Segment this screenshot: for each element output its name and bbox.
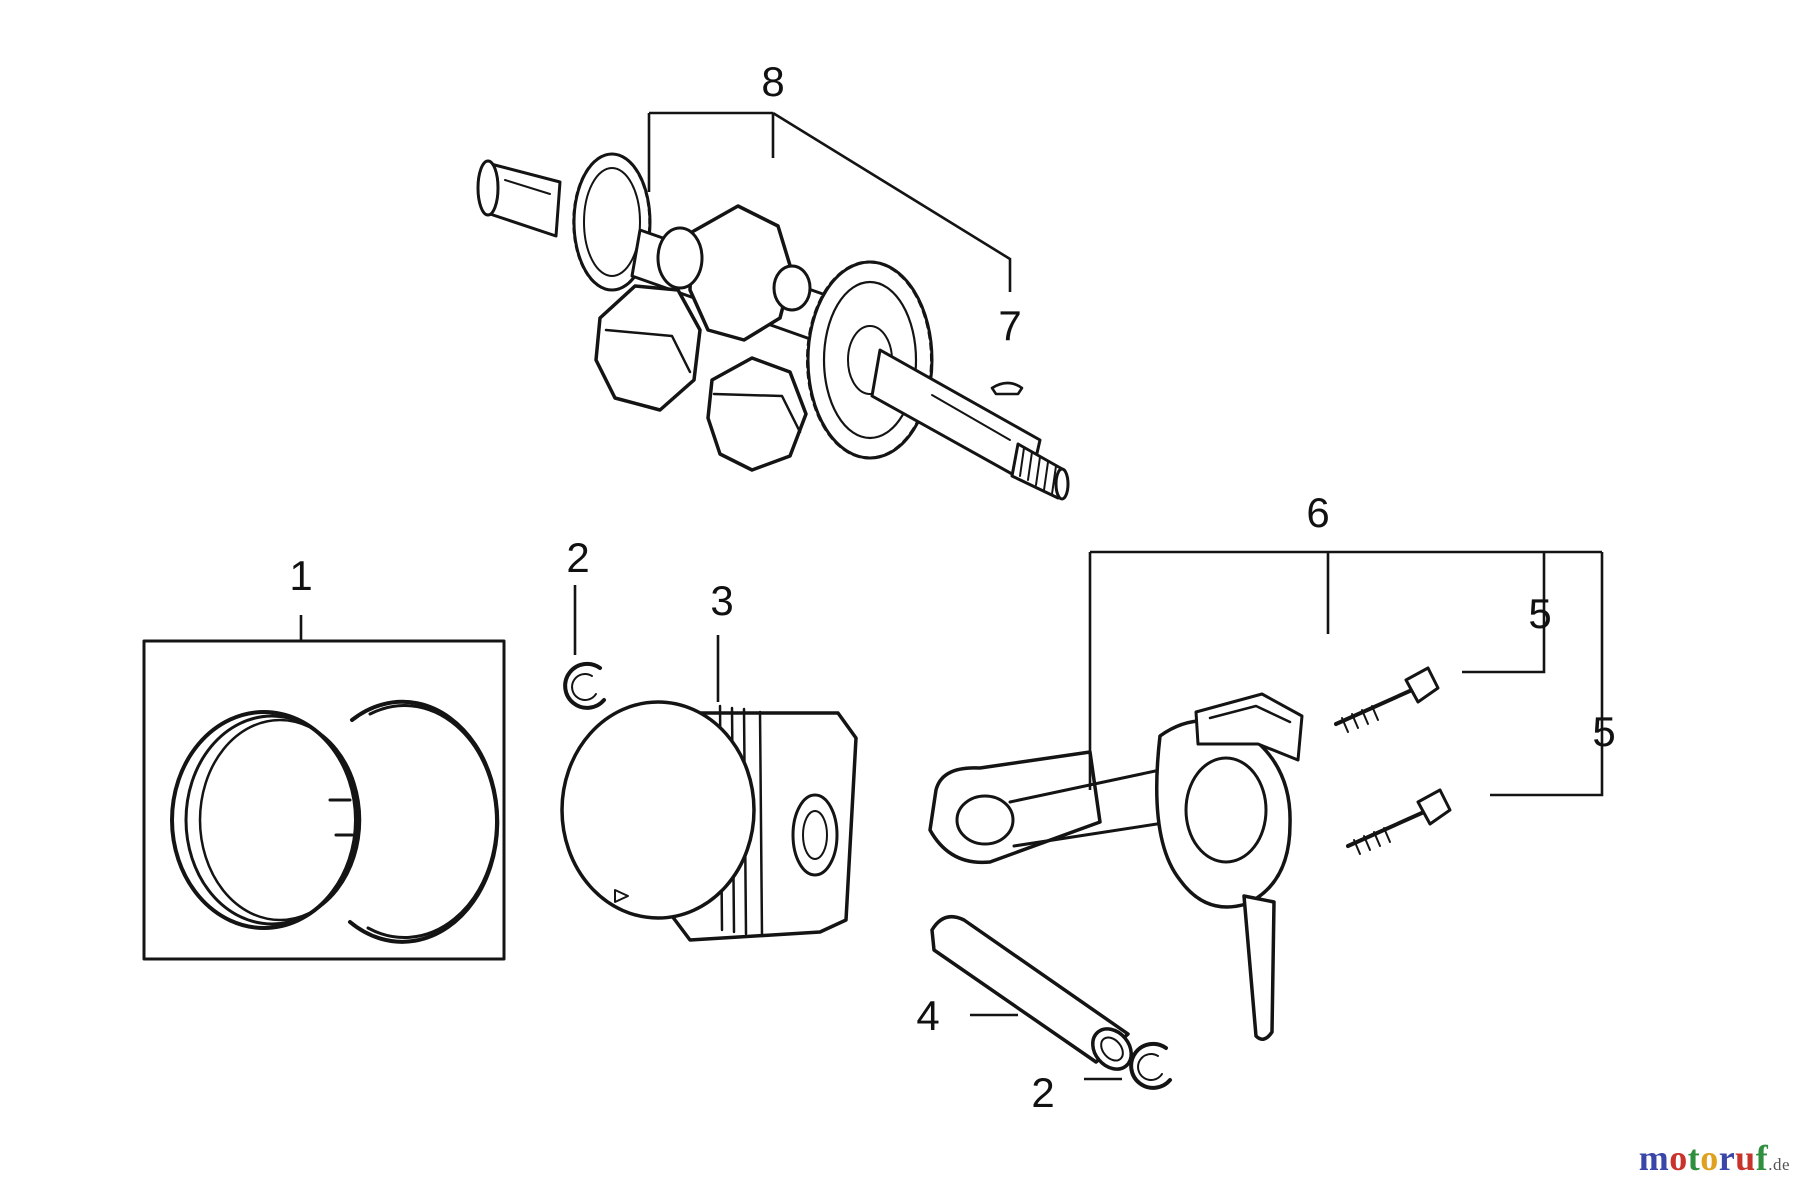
callout-8: 8 bbox=[761, 58, 784, 105]
callout-1: 1 bbox=[289, 552, 312, 599]
clip-callout-leads bbox=[573, 585, 1122, 1081]
woodruff-key-icon bbox=[990, 381, 1024, 396]
logo-letter-r: r bbox=[1718, 1138, 1736, 1178]
callout-3: 3 bbox=[710, 577, 733, 624]
callout-4: 4 bbox=[916, 992, 939, 1039]
logo-letter-u: u bbox=[1735, 1138, 1756, 1178]
callout-6: 6 bbox=[1306, 489, 1329, 536]
callout-5-lower: 5 bbox=[1592, 708, 1615, 755]
logo-letter-o1: o bbox=[1669, 1138, 1688, 1178]
connecting-rod-bolt-icon bbox=[1346, 788, 1452, 855]
logo-letter-f: f bbox=[1755, 1138, 1769, 1178]
crankshaft-icon bbox=[476, 152, 1070, 501]
callout-7: 7 bbox=[998, 302, 1021, 349]
motoruf-watermark-logo: motoruf.de bbox=[1639, 1137, 1790, 1179]
connecting-rod-bolt-icon bbox=[1334, 666, 1440, 733]
piston-pin-icon bbox=[930, 914, 1133, 1071]
callout-2-top: 2 bbox=[566, 534, 589, 581]
callout-5-upper: 5 bbox=[1528, 590, 1551, 637]
logo-letter-t: t bbox=[1687, 1138, 1701, 1178]
callout-2-bottom: 2 bbox=[1031, 1069, 1054, 1116]
logo-tld: .de bbox=[1768, 1155, 1790, 1174]
piston-pin-clip-icon bbox=[1129, 1041, 1172, 1090]
piston-pin-clip-icon bbox=[563, 661, 606, 710]
logo-letter-m: m bbox=[1638, 1138, 1670, 1178]
logo-letter-o2: o bbox=[1700, 1138, 1719, 1178]
connecting-rod-icon bbox=[928, 692, 1304, 1041]
crankshaft-callout-bracket bbox=[647, 111, 1012, 292]
piston-icon bbox=[560, 700, 858, 942]
piston-ring-set-icon bbox=[142, 639, 506, 961]
